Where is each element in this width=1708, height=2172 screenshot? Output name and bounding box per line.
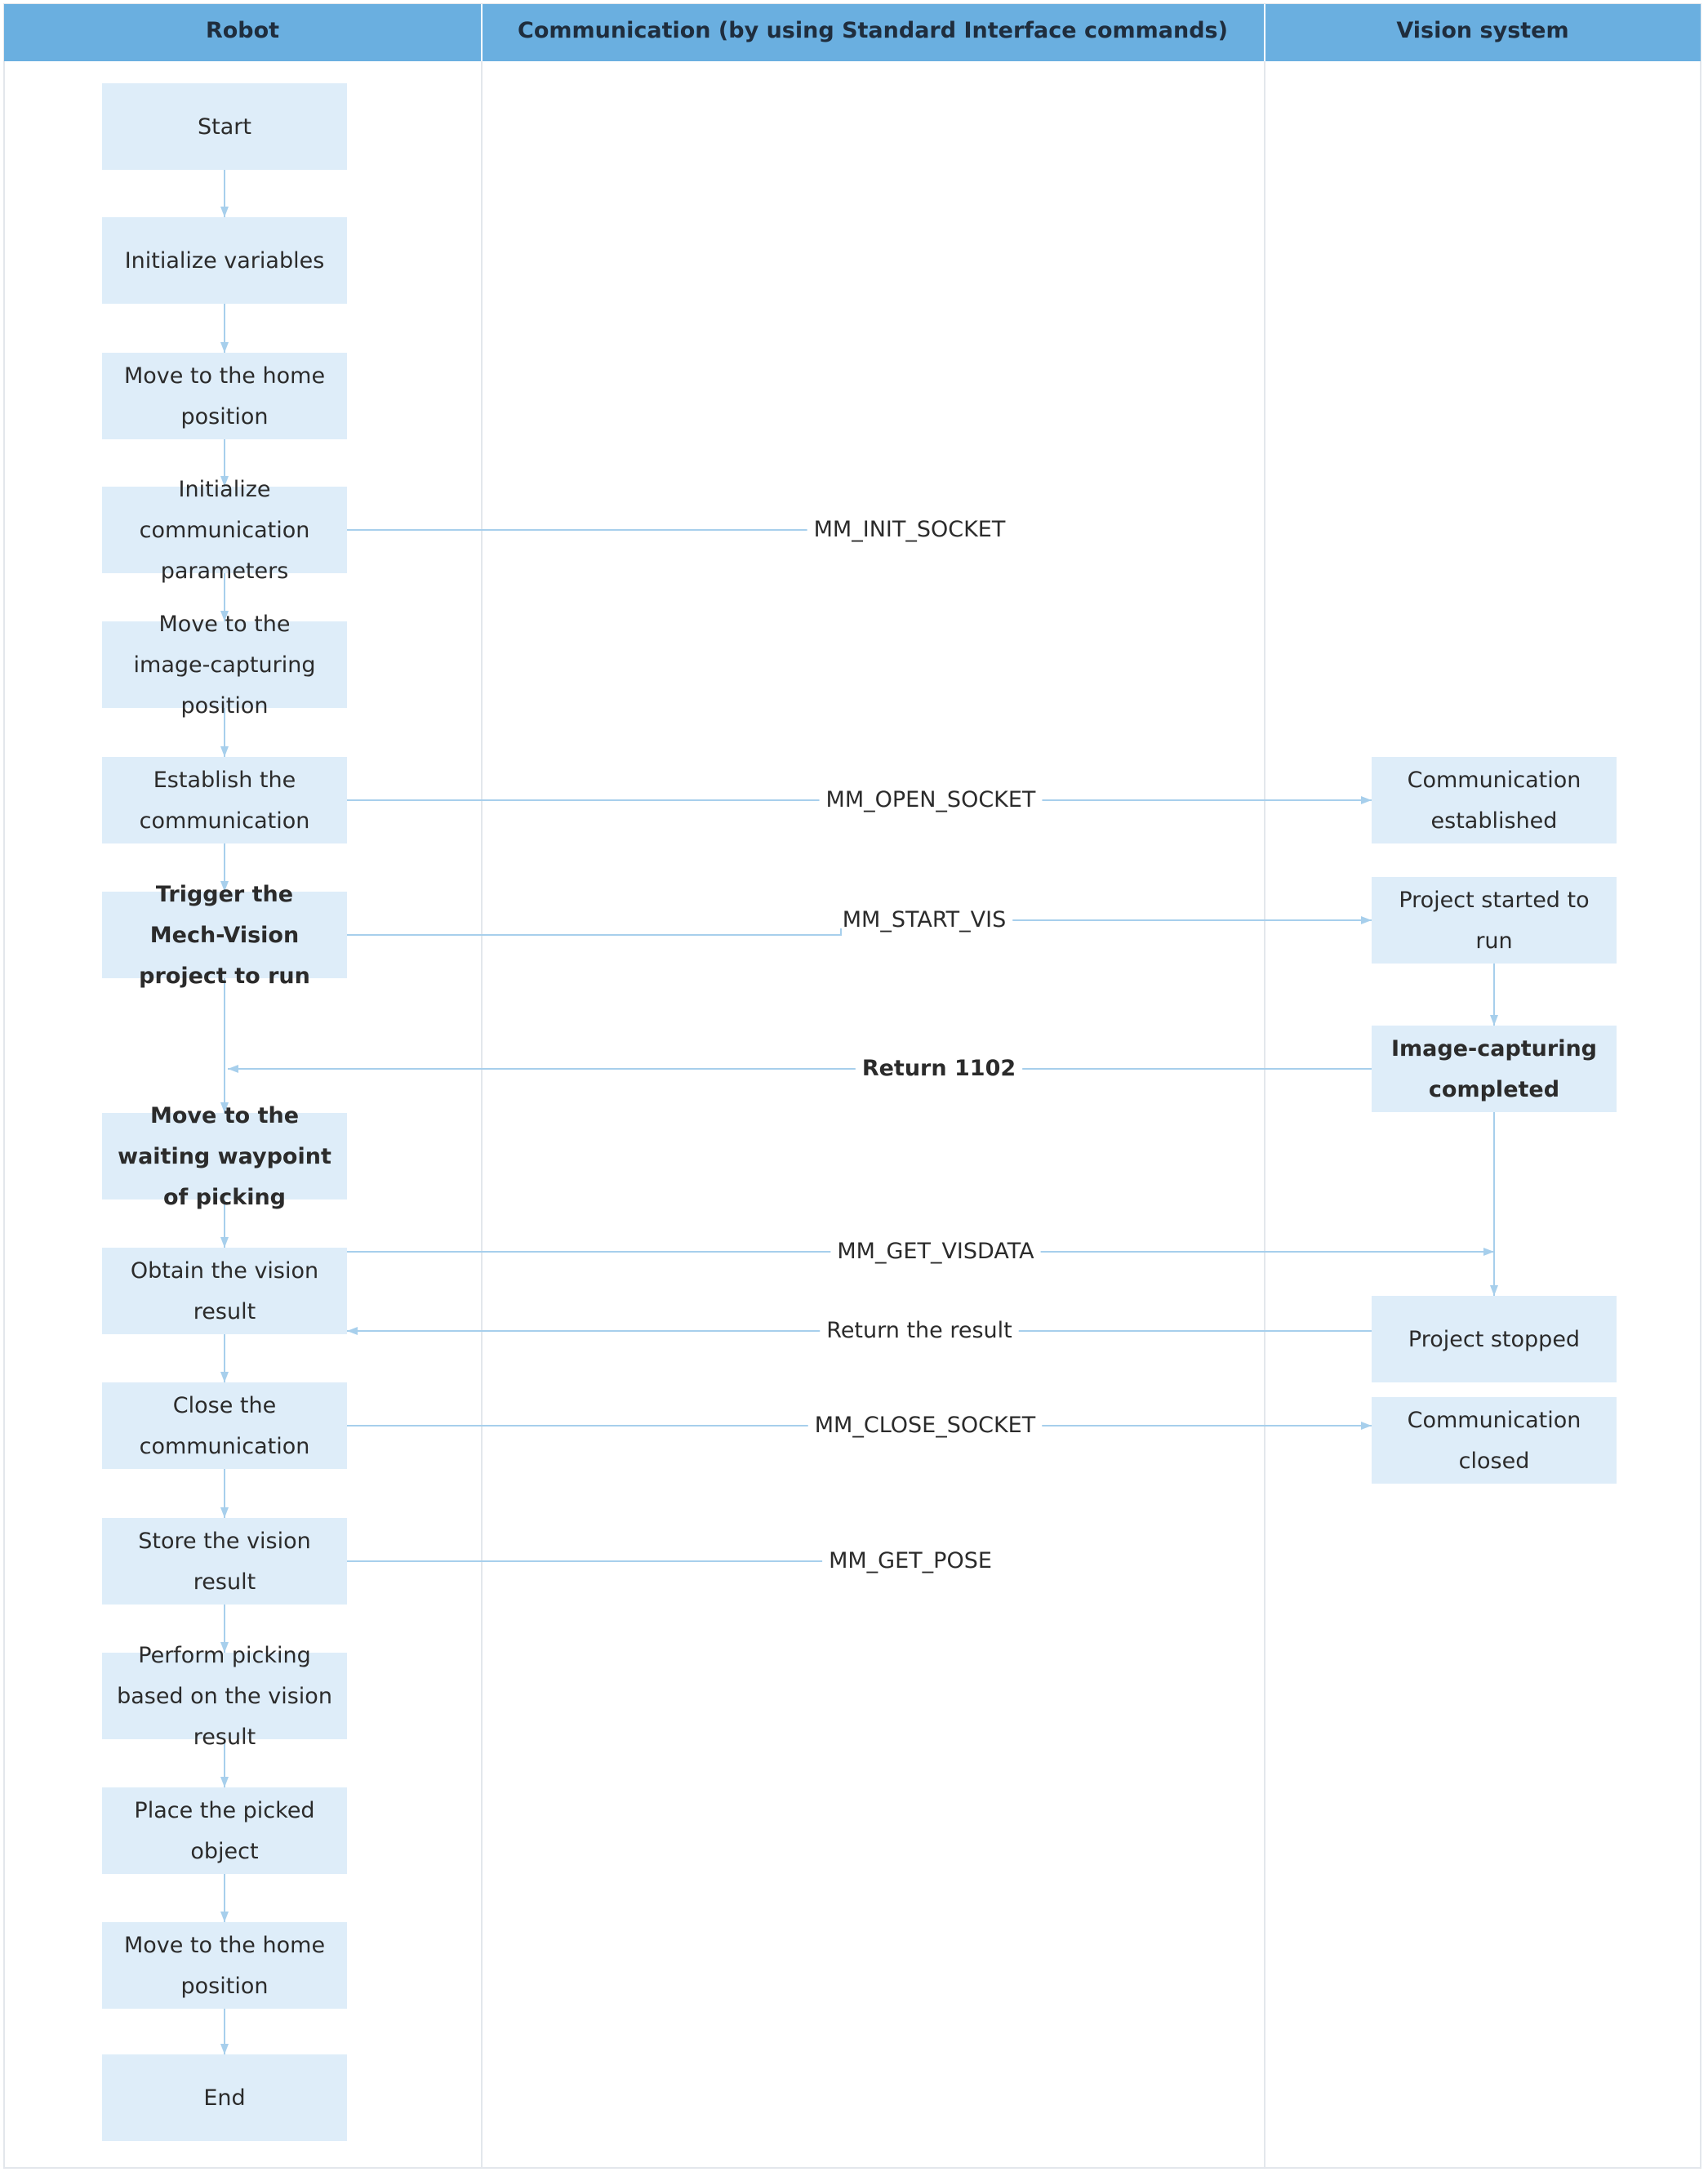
message-return-result-bg [820, 1313, 1019, 1339]
message-return-1102-bg [855, 1051, 1023, 1077]
robot-step-image-pos-box [102, 621, 347, 708]
message-get-visdata-bg [830, 1234, 1041, 1260]
robot-step-waiting-box [102, 1113, 347, 1199]
lane-header-communication: Communication (by using Standard Interfa… [518, 18, 1228, 43]
message-label-layer: MM_INIT_SOCKET MM_OPEN_SOCKET MM_START_VIS… [807, 512, 1043, 1573]
robot-step-home-1-box [102, 353, 347, 439]
robot-step-init-comm-box [102, 487, 347, 573]
vision-step-stopped: Project stopped [1372, 1296, 1617, 1382]
robot-step-place-box [102, 1787, 347, 1874]
robot-step-init-vars: Initialize variables [102, 217, 347, 304]
robot-step-start-label: Start [198, 114, 251, 140]
robot-step-init-vars-box [102, 217, 347, 304]
message-start-vis: MM_START_VIS [843, 907, 1006, 932]
message-close-socket: MM_CLOSE_SOCKET [815, 1413, 1036, 1438]
vision-step-started-box [1372, 877, 1617, 964]
message-init-socket-bg [807, 512, 1012, 538]
robot-step-trigger-box [102, 892, 347, 978]
robot-step-obtain-box [102, 1248, 347, 1334]
robot-step-end-box [102, 2054, 347, 2141]
robot-step-close-box [102, 1382, 347, 1469]
robot-step-establish-box [102, 757, 347, 843]
message-get-pose-bg [822, 1543, 999, 1569]
message-start-vis-bg [835, 902, 1013, 928]
robot-step-pick-box [102, 1653, 347, 1739]
vision-step-closed-box [1372, 1397, 1617, 1484]
message-open-socket: MM_OPEN_SOCKET [826, 787, 1036, 812]
lane-header-vision: Vision system [1396, 18, 1568, 43]
message-get-visdata: MM_GET_VISDATA [837, 1239, 1034, 1264]
lane-header-robot: Robot [206, 18, 279, 43]
message-init-socket: MM_INIT_SOCKET [814, 517, 1006, 542]
vision-step-capture-done-box [1372, 1026, 1617, 1112]
robot-step-start: Start [102, 83, 347, 170]
message-open-socket-bg [819, 782, 1043, 808]
robot-step-init-vars-label: Initialize variables [125, 248, 325, 274]
robot-step-home-2-box [102, 1922, 347, 2009]
robot-step-end-label: End [203, 2085, 245, 2111]
message-return-1102: Return 1102 [862, 1056, 1016, 1081]
message-close-socket-bg [807, 1408, 1043, 1434]
message-get-pose: MM_GET_POSE [829, 1548, 992, 1573]
message-return-result: Return the result [826, 1318, 1012, 1343]
vision-step-stopped-box [1372, 1296, 1617, 1382]
vision-step-stopped-label: Project stopped [1408, 1327, 1580, 1352]
lanes-header-bar [4, 4, 1701, 61]
vision-step-established-box [1372, 757, 1617, 843]
robot-step-end: End [102, 2054, 347, 2141]
robot-step-store-box [102, 1518, 347, 1605]
robot-step-start-box [102, 83, 347, 170]
